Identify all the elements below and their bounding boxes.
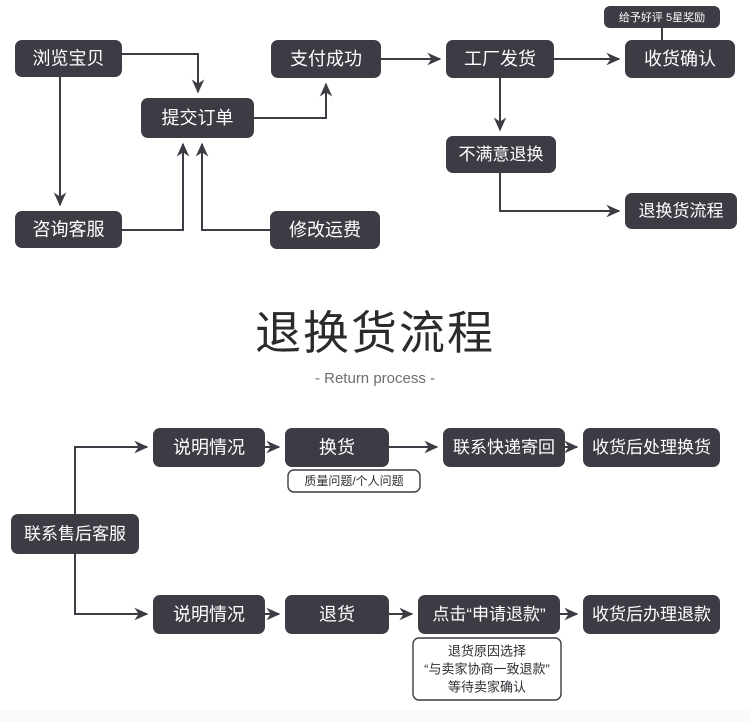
order-node-returnfl[interactable]: 退换货流程 — [625, 193, 737, 229]
node-label: 收货后办理退款 — [592, 605, 711, 624]
node-box — [583, 428, 720, 467]
note-label: 等待卖家确认 — [448, 679, 526, 694]
node-label: 咨询客服 — [33, 219, 105, 239]
note-box — [604, 6, 720, 28]
section-heading: 退换货流程 - Return process - — [255, 307, 495, 387]
return-note-reasonnote: 质量问题/个人问题 — [287, 469, 421, 493]
connector-freight-to-submit — [195, 142, 270, 231]
node-box — [15, 211, 122, 248]
order-node-browse[interactable]: 浏览宝贝 — [15, 40, 122, 77]
bottom-spacer-band — [0, 710, 750, 722]
node-label: 联系售后客服 — [24, 524, 126, 543]
node-box — [443, 428, 565, 467]
order-node-support[interactable]: 咨询客服 — [15, 211, 122, 248]
note-label: 质量问题/个人问题 — [304, 474, 403, 488]
connector-submit-to-pay — [254, 82, 333, 119]
return-node-handleexch[interactable]: 收货后处理换货 — [583, 428, 720, 467]
return-node-exchange[interactable]: 换货 — [285, 428, 389, 467]
node-label: 说明情况 — [173, 437, 245, 457]
order-node-ship[interactable]: 工厂发货 — [446, 40, 554, 78]
node-label: 点击“申请退款” — [432, 605, 546, 624]
node-label: 收货确认 — [644, 49, 716, 69]
node-box — [446, 40, 554, 78]
node-label: 浏览宝贝 — [33, 48, 105, 68]
return-node-applyrefund[interactable]: 点击“申请退款” — [418, 595, 560, 634]
node-box — [11, 514, 139, 554]
connector-layer — [53, 28, 663, 621]
return-node-handlerefund[interactable]: 收货后办理退款 — [583, 595, 720, 634]
connector-support-to-submit — [122, 142, 190, 231]
note-label: 给予好评 5星奖励 — [619, 10, 705, 24]
node-box — [285, 595, 389, 634]
node-label: 退货 — [319, 604, 355, 624]
node-box — [153, 428, 265, 467]
node-box — [141, 98, 254, 138]
node-label: 工厂发货 — [464, 49, 536, 69]
node-box — [270, 211, 380, 249]
node-label: 修改运费 — [289, 220, 361, 240]
node-box — [625, 40, 735, 78]
return-node-aftersale[interactable]: 联系售后客服 — [11, 514, 139, 554]
connector-unhappy-to-returnflow — [499, 173, 621, 218]
node-label: 提交订单 — [162, 108, 234, 128]
return-node-explain1[interactable]: 说明情况 — [153, 428, 265, 467]
page-subtitle: - Return process - — [315, 370, 435, 387]
note-box — [412, 637, 562, 701]
page-title: 退换货流程 — [255, 307, 495, 359]
return-node-returngoods[interactable]: 退货 — [285, 595, 389, 634]
note-label: “与卖家协商一致退款” — [424, 661, 550, 676]
order-node-unhappy[interactable]: 不满意退换 — [446, 136, 556, 173]
node-label: 换货 — [319, 437, 355, 457]
order-note-praise: 给予好评 5星奖励 — [604, 6, 720, 28]
node-box — [153, 595, 265, 634]
node-label: 不满意退换 — [459, 145, 544, 164]
node-box — [271, 40, 381, 78]
node-label: 说明情况 — [173, 604, 245, 624]
node-label: 退换货流程 — [639, 201, 724, 220]
connector-aftersale-branch-down — [74, 534, 149, 621]
connector-aftersale-branch-up — [74, 440, 149, 534]
connector-browse-to-submit — [122, 53, 205, 94]
order-node-confirm[interactable]: 收货确认 — [625, 40, 735, 78]
order-node-submit[interactable]: 提交订单 — [141, 98, 254, 138]
return-node-explain2[interactable]: 说明情况 — [153, 595, 265, 634]
node-box — [418, 595, 560, 634]
order-node-freight[interactable]: 修改运费 — [270, 211, 380, 249]
order-node-pay[interactable]: 支付成功 — [271, 40, 381, 78]
node-label: 收货后处理换货 — [592, 438, 711, 457]
node-label: 联系快递寄回 — [453, 438, 555, 457]
return-flow-nodes: 联系售后客服说明情况换货联系快递寄回收货后处理换货说明情况退货点击“申请退款”收… — [11, 428, 720, 634]
node-box — [15, 40, 122, 77]
note-label: 退货原因选择 — [448, 643, 526, 658]
order-flow-notes: 给予好评 5星奖励 — [604, 6, 720, 28]
node-box — [285, 428, 389, 467]
return-note-refundnote: 退货原因选择 “与卖家协商一致退款” 等待卖家确认 — [412, 637, 562, 701]
node-box — [446, 136, 556, 173]
node-label: 支付成功 — [290, 49, 362, 69]
note-box — [287, 469, 421, 493]
return-node-sendback[interactable]: 联系快递寄回 — [443, 428, 565, 467]
node-box — [583, 595, 720, 634]
node-box — [625, 193, 737, 229]
